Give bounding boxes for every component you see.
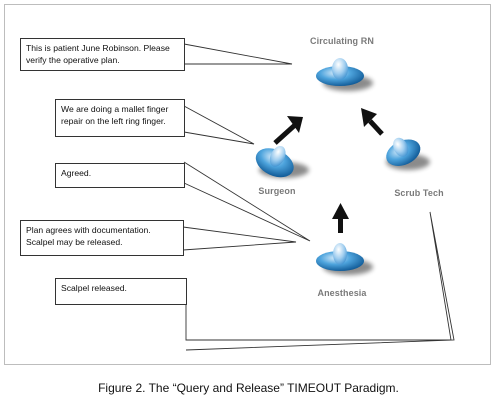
callout-text-5: Scalpel released. [61,283,127,293]
callout-5-leader [185,211,455,351]
callout-box-1: This is patient June Robinson. Please ve… [20,38,185,71]
scrub-tech-figure [386,137,430,170]
arrow-scrub-to-circulating [361,108,384,136]
callout-box-3: Agreed. [55,163,185,188]
figure-caption: Figure 2. The “Query and Release” TIMEOU… [98,381,399,395]
callout-3-leader [183,161,311,242]
arrow-anesthesia-to-scrub [332,203,349,233]
role-label-surgeon: Surgeon [258,186,296,196]
circulating-rn-figure [316,58,373,91]
role-label-scrub-tech: Scrub Tech [394,188,444,198]
anesthesia-figure [316,243,373,275]
callout-1-leader [183,43,293,65]
arrow-surgeon-to-circulating [273,116,303,145]
callout-text-3: Agreed. [61,168,92,178]
callout-text-1: This is patient June Robinson. Please ve… [26,43,170,65]
callout-box-5: Scalpel released. [55,278,187,305]
callout-text-4: Plan agrees with documentation. Scalpel … [26,225,151,247]
callout-text-2: We are doing a mallet finger repair on t… [61,104,169,126]
callout-4-leader [182,226,297,251]
callout-2-leader [183,105,255,145]
role-label-anesthesia: Anesthesia [317,288,367,298]
surgeon-figure [255,145,309,178]
role-label-circulating-rn: Circulating RN [310,36,374,46]
callout-box-4: Plan agrees with documentation. Scalpel … [20,220,184,256]
callout-box-2: We are doing a mallet finger repair on t… [55,99,185,137]
